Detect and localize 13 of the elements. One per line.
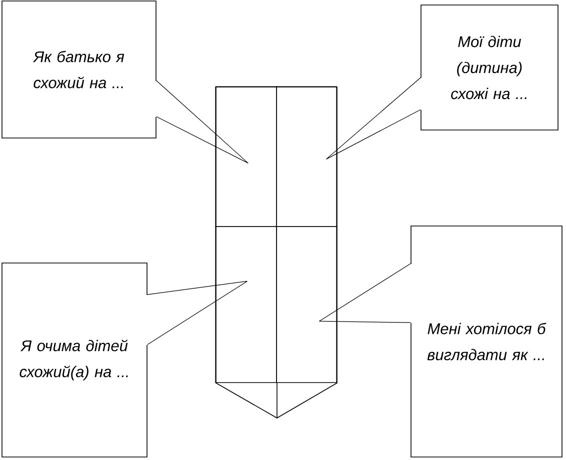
callout-pointer xyxy=(147,280,248,345)
callout-box: Як батько я схожий на ... xyxy=(2,0,156,138)
callout-box: Я очима дітей схожий(а) на ... xyxy=(2,262,148,458)
callout-pointer xyxy=(318,263,411,323)
quadrant-box xyxy=(276,226,337,383)
quadrant-box xyxy=(215,226,277,383)
callout-pointer xyxy=(326,77,421,160)
quadrant-box xyxy=(276,86,337,227)
pentagon-shape xyxy=(216,86,338,418)
callout-pointer xyxy=(156,80,248,164)
callout-box: Мої діти (дитина) схожі на ... xyxy=(420,4,558,130)
callout-box: Мені хотілося б виглядати як ... xyxy=(410,226,562,458)
quadrant-box xyxy=(215,86,277,227)
